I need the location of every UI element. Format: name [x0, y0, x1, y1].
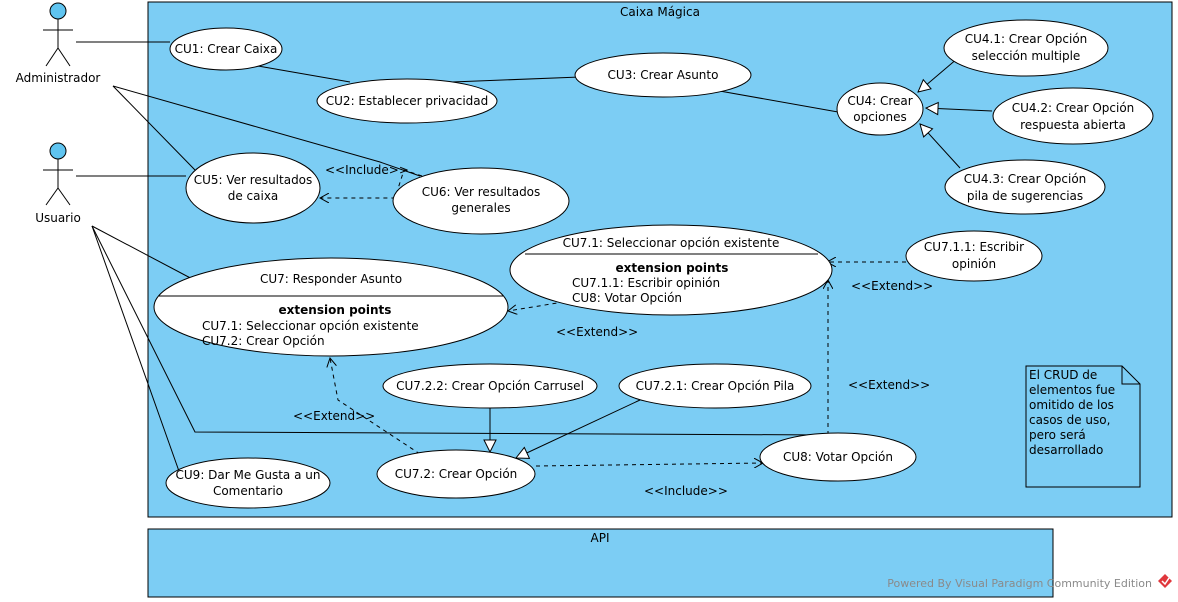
svg-text:de caixa: de caixa — [228, 189, 279, 203]
api-title: API — [591, 531, 610, 545]
svg-text:respuesta abierta: respuesta abierta — [1020, 118, 1126, 132]
use-case-cu7-1[interactable]: CU7.1: Seleccionar opción existente exte… — [509, 224, 833, 316]
svg-text:CU1: Crear Caixa: CU1: Crear Caixa — [175, 42, 278, 56]
note-line: elementos fue — [1029, 383, 1115, 397]
actor-administrador[interactable]: Administrador — [16, 2, 101, 85]
use-case-cu7-2[interactable]: CU7.2: Crear Opción — [376, 449, 536, 499]
include-label-cu72-cu8: <<Include>> — [644, 484, 728, 498]
actor-label: Usuario — [35, 211, 81, 225]
use-case-cu4-3[interactable]: CU4.3: Crear Opción pila de sugerencias — [944, 159, 1106, 215]
note-line: pero será — [1029, 428, 1086, 442]
extend-label-cu71: <<Extend>> — [556, 325, 638, 339]
cu7-ext-point: CU7.1: Seleccionar opción existente — [202, 319, 419, 333]
svg-text:CU3: Crear Asunto: CU3: Crear Asunto — [608, 68, 719, 82]
svg-text:Comentario: Comentario — [213, 484, 283, 498]
actor-label: Administrador — [16, 71, 101, 85]
cu7-ext-point: CU7.2: Crear Opción — [202, 334, 325, 348]
use-case-cu1[interactable]: CU1: Crear Caixa — [169, 27, 283, 71]
use-case-cu7[interactable]: CU7: Responder Asunto extension points C… — [153, 257, 509, 357]
use-case-cu2[interactable]: CU2: Establecer privacidad — [316, 78, 498, 124]
cu7-1-ext-point: CU7.1.1: Escribir opinión — [572, 276, 720, 290]
svg-text:CU4.3: Crear Opción: CU4.3: Crear Opción — [964, 172, 1087, 186]
svg-text:CU7.2.2: Crear Opción Carrusel: CU7.2.2: Crear Opción Carrusel — [396, 379, 584, 393]
use-case-cu7-1-1[interactable]: CU7.1.1: Escribir opinión — [905, 230, 1043, 282]
generalizations — [490, 57, 993, 458]
svg-text:CU7.2: Crear Opción: CU7.2: Crear Opción — [395, 467, 518, 481]
vp-logo-icon — [1158, 574, 1172, 588]
cu7-1-ext-title: extension points — [616, 261, 729, 275]
svg-text:CU2: Establecer privacidad: CU2: Establecer privacidad — [326, 94, 488, 108]
system-api: API — [147, 528, 1054, 598]
cu7-1-title: CU7.1: Seleccionar opción existente — [563, 236, 780, 250]
associations — [76, 41, 839, 475]
cu7-title: CU7: Responder Asunto — [260, 272, 402, 286]
svg-text:opinión: opinión — [952, 257, 996, 271]
watermark: Powered By Visual Paradigm Community Edi… — [887, 577, 1152, 590]
svg-text:CU4.2: Crear Opción: CU4.2: Crear Opción — [1012, 101, 1135, 115]
use-case-cu7-2-1[interactable]: CU7.2.1: Crear Opción Pila — [618, 363, 812, 409]
svg-text:CU7.1.1: Escribir: CU7.1.1: Escribir — [924, 240, 1024, 254]
svg-text:generales: generales — [451, 201, 510, 215]
extend-label-cu711: <<Extend>> — [851, 279, 933, 293]
svg-text:CU7.2.1: Crear Opción Pila: CU7.2.1: Crear Opción Pila — [636, 379, 795, 393]
use-case-cu7-2-2[interactable]: CU7.2.2: Crear Opción Carrusel — [382, 363, 598, 409]
svg-text:pila de sugerencias: pila de sugerencias — [967, 189, 1083, 203]
use-case-cu9[interactable]: CU9: Dar Me Gusta a un Comentario — [165, 457, 331, 509]
note-line: omitido de los — [1029, 398, 1114, 412]
svg-text:CU8: Votar Opción: CU8: Votar Opción — [783, 450, 893, 464]
svg-text:CU9: Dar Me Gusta a un: CU9: Dar Me Gusta a un — [176, 468, 321, 482]
svg-text:CU4: Crear: CU4: Crear — [847, 94, 912, 108]
svg-text:CU5: Ver resultados: CU5: Ver resultados — [194, 173, 313, 187]
use-case-cu8[interactable]: CU8: Votar Opción — [759, 432, 917, 482]
cu7-ext-title: extension points — [279, 303, 392, 317]
include-label-cu5-cu6: <<Include>> — [325, 163, 409, 177]
svg-text:selección multiple: selección multiple — [972, 49, 1081, 63]
note-line: casos de uso, — [1029, 413, 1110, 427]
extend-label-cu72: <<Extend>> — [293, 409, 375, 423]
svg-text:CU4.1: Crear Opción: CU4.1: Crear Opción — [965, 32, 1088, 46]
use-case-cu4-1[interactable]: CU4.1: Crear Opción selección multiple — [943, 19, 1109, 77]
use-case-cu5[interactable]: CU5: Ver resultados de caixa — [185, 152, 321, 224]
dependencies — [320, 169, 906, 466]
actor-usuario[interactable]: Usuario — [35, 142, 81, 225]
system-title: Caixa Mágica — [620, 5, 700, 19]
extend-label-cu8: <<Extend>> — [848, 378, 930, 392]
note-line: El CRUD de — [1029, 368, 1097, 382]
use-case-cu4[interactable]: CU4: Crear opciones — [836, 82, 924, 136]
svg-text:CU6: Ver resultados: CU6: Ver resultados — [422, 185, 541, 199]
note-line: desarrollado — [1029, 443, 1103, 457]
use-case-cu6[interactable]: CU6: Ver resultados generales — [392, 167, 570, 235]
use-case-cu3[interactable]: CU3: Crear Asunto — [574, 52, 752, 98]
note: El CRUD de elementos fue omitido de los … — [1025, 365, 1141, 488]
use-case-cu4-2[interactable]: CU4.2: Crear Opción respuesta abierta — [992, 87, 1154, 145]
cu7-1-ext-point: CU8: Votar Opción — [572, 291, 682, 305]
svg-text:opciones: opciones — [853, 110, 906, 124]
